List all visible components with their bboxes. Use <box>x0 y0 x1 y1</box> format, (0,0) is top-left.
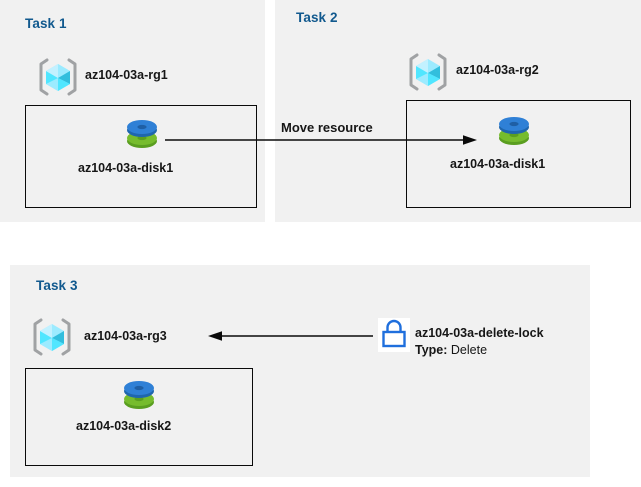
lock-type-row: Type: Delete <box>415 343 487 357</box>
lock-type-key: Type: <box>415 343 448 357</box>
connector-label-move-resource: Move resource <box>281 120 373 135</box>
managed-disk-icon <box>117 374 161 418</box>
resource-group-label-rg3: az104-03a-rg3 <box>84 329 167 343</box>
resource-group-icon <box>36 57 80 97</box>
padlock-icon <box>378 318 410 352</box>
arrow-apply-lock <box>208 327 373 345</box>
panel-title-task-2: Task 2 <box>296 10 338 25</box>
resource-group-label-rg1: az104-03a-rg1 <box>85 68 168 82</box>
resource-group-icon <box>30 317 74 357</box>
panel-title-task-1: Task 1 <box>25 16 67 31</box>
resource-box-task-2 <box>406 100 631 208</box>
arrow-move-resource <box>165 131 477 149</box>
panel-task-1 <box>0 0 265 222</box>
resource-group-icon <box>406 52 450 92</box>
resource-label-disk1-task-2: az104-03a-disk1 <box>450 157 546 171</box>
lock-type-value: Delete <box>450 343 488 357</box>
panel-title-task-3: Task 3 <box>36 278 78 293</box>
managed-disk-icon <box>492 110 536 154</box>
resource-label-disk2-task-3: az104-03a-disk2 <box>76 419 172 433</box>
lock-name-label: az104-03a-delete-lock <box>415 326 544 340</box>
resource-box-task-1 <box>25 105 257 208</box>
resource-box-task-3 <box>25 368 253 466</box>
panel-task-3 <box>10 265 590 477</box>
resource-group-label-rg2: az104-03a-rg2 <box>456 63 539 77</box>
managed-disk-icon <box>120 113 164 157</box>
resource-label-disk1-task-1: az104-03a-disk1 <box>78 161 174 175</box>
panel-task-2 <box>275 0 641 222</box>
